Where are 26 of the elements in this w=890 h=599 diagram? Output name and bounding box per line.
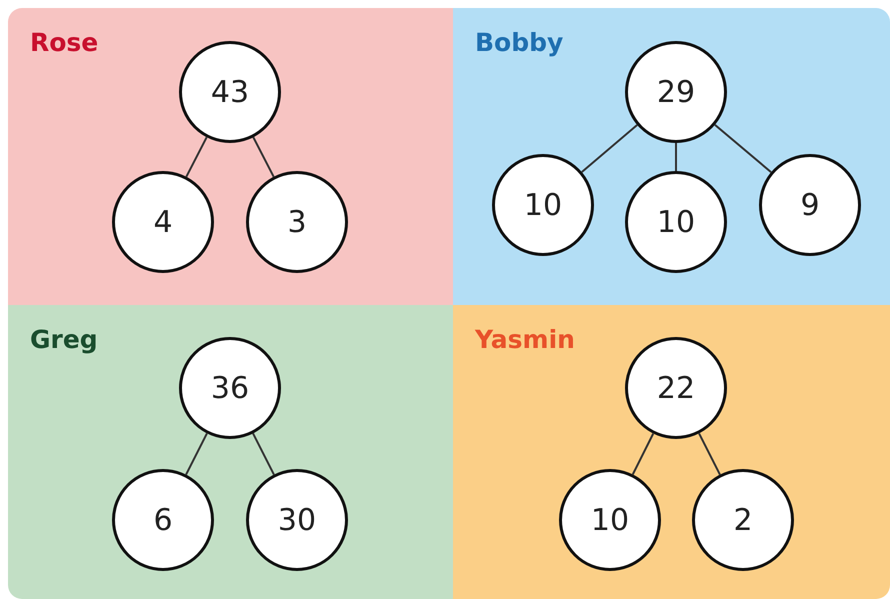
connector-line xyxy=(252,433,275,475)
connector-line xyxy=(581,124,638,173)
connector-line xyxy=(185,433,208,475)
number-circle: 4 xyxy=(112,171,214,273)
number-circle: 10 xyxy=(559,469,661,571)
connector-line xyxy=(698,433,721,475)
number-circle: 10 xyxy=(625,171,727,273)
name-heading: Rose xyxy=(30,28,98,57)
number-circle: 36 xyxy=(179,337,281,439)
number-circle: 29 xyxy=(625,41,727,143)
connector-line xyxy=(675,143,677,171)
number-circle: 43 xyxy=(179,41,281,143)
connector-line xyxy=(185,136,208,178)
number-circle: 3 xyxy=(246,171,348,273)
connector-line xyxy=(632,433,654,475)
number-circle: 10 xyxy=(492,154,594,256)
number-circle: 22 xyxy=(625,337,727,439)
number-circle: 9 xyxy=(759,154,861,256)
number-circle: 6 xyxy=(112,469,214,571)
name-heading: Bobby xyxy=(475,28,564,57)
number-circle: 2 xyxy=(692,469,794,571)
name-heading: Greg xyxy=(30,325,98,354)
name-heading: Yasmin xyxy=(475,325,575,354)
number-circle: 30 xyxy=(246,469,348,571)
connector-line xyxy=(252,136,275,178)
connector-line xyxy=(714,124,772,173)
